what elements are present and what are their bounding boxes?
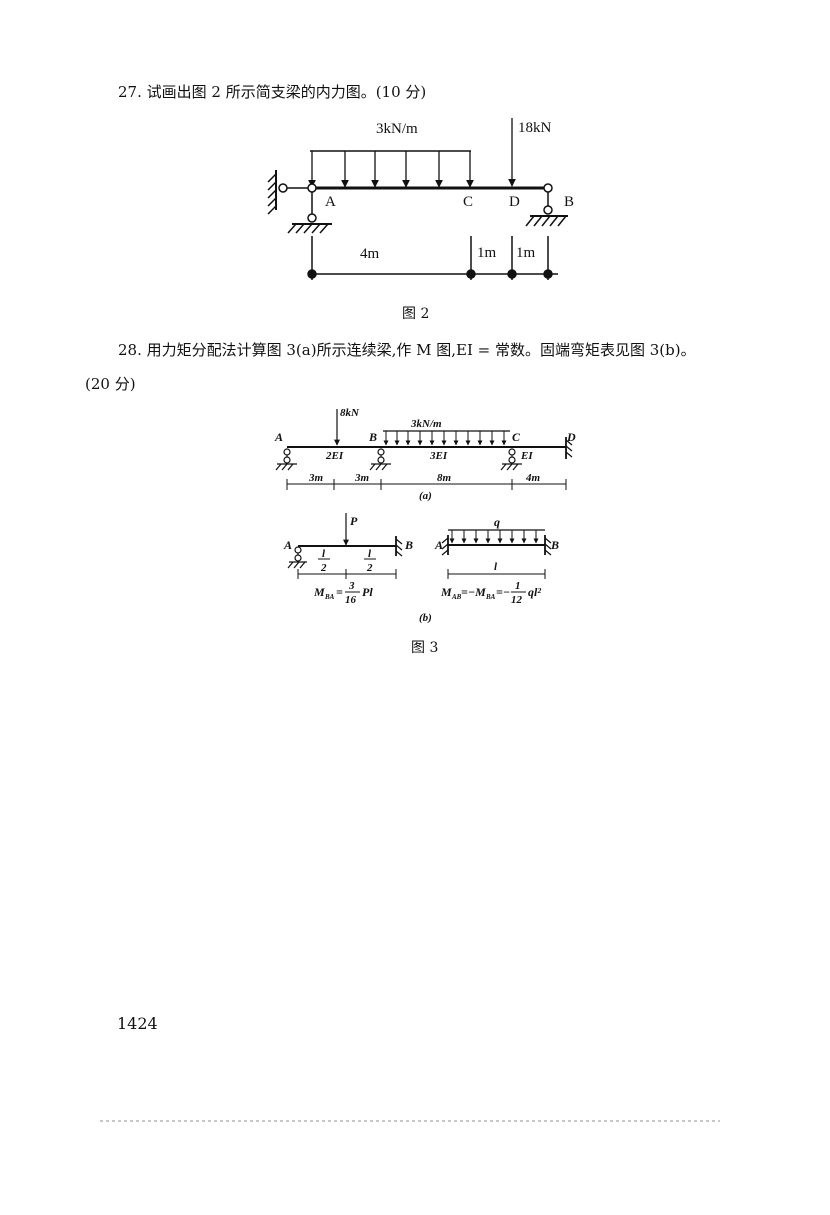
support-A — [267, 170, 332, 234]
dimension-line-3b-left — [297, 558, 397, 579]
label-l-right: l — [494, 561, 498, 573]
supports-3b-right — [441, 535, 552, 556]
udl-arrows-3b — [449, 530, 539, 544]
label-B-3b-right: B — [550, 538, 559, 552]
half-l-den-2: 2 — [366, 562, 373, 574]
udl-label-3a: 3kN/m — [410, 418, 442, 430]
label-D: D — [509, 194, 520, 210]
dim-8m: 8m — [437, 472, 452, 484]
stiffness-AB: 2EI — [325, 450, 344, 462]
supports-3b-left — [287, 536, 403, 569]
stiffness-CD: EI — [520, 450, 533, 462]
dim-4m: 4m — [360, 246, 380, 262]
label-A: A — [325, 194, 336, 210]
udl-label: 3kN/m — [376, 121, 418, 137]
dimension-line-3b-right — [447, 569, 546, 579]
formula-right-eq: =− — [496, 585, 510, 599]
figure-2-diagram: 3kN/m 18kN A C D B — [267, 118, 574, 280]
half-l-num-1: l — [322, 548, 326, 560]
dimension-line-3a — [286, 479, 567, 490]
dim-1m-a: 1m — [477, 245, 497, 261]
formula-left-tail: Pl — [362, 585, 373, 599]
dim-3m-b: 3m — [354, 472, 370, 484]
formula-right-sub2: BA — [485, 593, 496, 601]
label-A-3b-left: A — [283, 538, 292, 552]
figure-3-caption: 图 3 — [411, 640, 439, 656]
sub-label-a: (a) — [419, 490, 432, 502]
label-D-3a: D — [566, 430, 576, 444]
label-P: P — [350, 514, 358, 528]
figure-2-caption: 图 2 — [402, 306, 430, 322]
label-B-3b-left: B — [404, 538, 413, 552]
formula-right-mid: =−M — [461, 585, 486, 599]
half-l-num-2: l — [368, 548, 372, 560]
formula-right-M: M — [440, 585, 452, 599]
point-load-label-3a: 8kN — [340, 407, 360, 419]
label-C-3a: C — [512, 430, 521, 444]
label-C: C — [463, 194, 473, 210]
point-load-label: 18kN — [518, 120, 552, 136]
label-A-3a: A — [274, 430, 283, 444]
scan-artifact-line — [100, 1120, 720, 1122]
figure-3a-diagram: A B C D 8kN 3kN/m 2EI 3EI EI — [274, 407, 576, 624]
dim-3m-a: 3m — [308, 472, 324, 484]
formula-left-den: 16 — [345, 594, 357, 606]
formula-left-eq: = — [336, 585, 343, 599]
udl-arrows — [308, 151, 474, 188]
label-q: q — [494, 515, 500, 529]
question-27: 27. 试画出图 2 所示简支梁的内力图。(10 分) — [118, 83, 427, 101]
dimension-line — [307, 236, 558, 280]
support-B — [525, 183, 568, 227]
label-B-3a: B — [368, 430, 377, 444]
dim-4m-3a: 4m — [525, 472, 541, 484]
formula-right-sub1: AB — [451, 593, 462, 601]
supports-3a — [275, 437, 573, 471]
half-l-den-1: 2 — [320, 562, 327, 574]
label-B: B — [564, 194, 574, 210]
sub-label-b: (b) — [419, 612, 432, 624]
label-A-3b-right: A — [434, 538, 443, 552]
question-28-line2: (20 分) — [85, 375, 136, 393]
dim-1m-b: 1m — [516, 245, 536, 261]
formula-left-M: M — [313, 585, 325, 599]
formula-left-sub: BA — [324, 593, 335, 601]
stiffness-BC: 3EI — [429, 450, 448, 462]
udl-arrows-3a — [383, 431, 507, 446]
question-28-line1: 28. 用力矩分配法计算图 3(a)所示连续梁,作 M 图,EI = 常数。固端… — [118, 341, 696, 359]
formula-right-tail: ql² — [528, 585, 541, 599]
formula-right-num: 1 — [515, 580, 521, 592]
formula-right-den: 12 — [511, 594, 523, 606]
page-number: 1424 — [117, 1014, 158, 1033]
formula-left-num: 3 — [348, 580, 355, 592]
